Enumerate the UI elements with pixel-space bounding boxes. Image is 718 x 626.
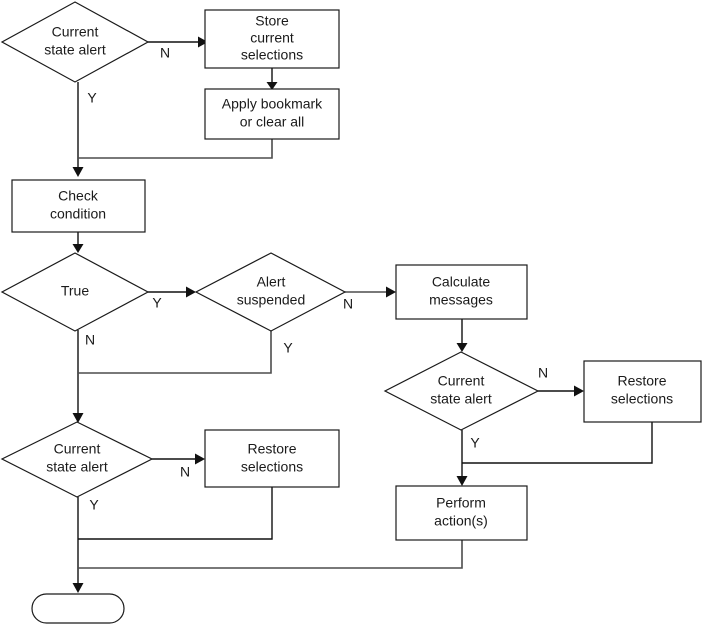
node-p3-line1: Check	[58, 188, 99, 204]
node-p5-line2: selections	[241, 459, 303, 475]
edge-label-d4-no: N	[538, 365, 548, 381]
node-process-perform-actions[interactable]: Perform action(s)	[395, 485, 528, 541]
node-p1-line2: current	[250, 30, 294, 46]
node-process-calculate-messages[interactable]: Calculate messages	[395, 264, 528, 320]
node-terminator-end[interactable]	[31, 593, 125, 624]
node-decision-current-state-alert-top[interactable]: Current state alert	[0, 1, 150, 83]
node-p7-line2: action(s)	[434, 513, 488, 529]
edge-perform-to-terminator-join	[78, 540, 463, 569]
node-d2-line1: True	[61, 283, 89, 299]
node-d3-line2: suspended	[237, 292, 306, 308]
edge-alert-suspended-no-to-calculate	[345, 286, 396, 298]
node-p1-line1: Store	[255, 13, 289, 29]
node-p7-line1: Perform	[436, 495, 486, 511]
edge-check-to-true	[72, 232, 84, 253]
edge-apply-to-check-join	[78, 139, 273, 159]
edge-true-no-to-current-state-alert-bottom	[72, 330, 84, 423]
node-process-check-condition[interactable]: Check condition	[11, 179, 146, 233]
node-p5-line1: Restore	[247, 441, 296, 457]
edge-mid-yes-to-perform	[456, 430, 468, 486]
edge-restore-right-to-perform-join	[462, 422, 653, 464]
node-decision-alert-suspended[interactable]: Alert suspended	[194, 252, 347, 332]
edge-restore-left-join	[78, 487, 273, 540]
node-d4-line1: Current	[438, 373, 485, 389]
node-d5-line1: Current	[54, 441, 101, 457]
edge-label-d2-no: N	[85, 332, 95, 348]
edge-d1-yes-to-check	[72, 82, 84, 177]
edge-bottom-no-to-restore-left	[152, 453, 205, 465]
node-decision-current-state-alert-bottom[interactable]: Current state alert	[0, 421, 154, 498]
node-d1-line2: state alert	[44, 42, 106, 58]
node-p1-line3: selections	[241, 47, 303, 63]
edge-label-d5-no: N	[180, 464, 190, 480]
node-process-restore-selections-right[interactable]: Restore selections	[583, 360, 702, 423]
edge-label-d4-yes: Y	[470, 435, 480, 451]
node-p6-line1: Restore	[617, 373, 666, 389]
edge-label-d2-yes: Y	[152, 295, 162, 311]
node-decision-true[interactable]: True	[0, 252, 150, 332]
node-p6-line2: selections	[611, 391, 673, 407]
node-p4-line2: messages	[429, 292, 493, 308]
edge-alert-suspended-yes-join	[78, 330, 272, 374]
node-d5-line2: state alert	[46, 459, 108, 475]
node-d3-line1: Alert	[257, 274, 286, 290]
node-process-store-current-selections[interactable]: Store current selections	[204, 9, 340, 69]
node-d1-line1: Current	[52, 24, 99, 40]
edge-bottom-yes-to-terminator	[72, 497, 84, 593]
node-process-restore-selections-left[interactable]: Restore selections	[204, 429, 340, 488]
node-p3-line2: condition	[50, 206, 106, 222]
edge-label-d3-no: N	[343, 296, 353, 312]
edge-calculate-to-current-state-alert-mid	[456, 319, 468, 352]
edge-mid-no-to-restore-right	[538, 385, 584, 397]
node-p2-line2: or clear all	[240, 114, 305, 130]
edge-label-d1-yes: Y	[87, 90, 97, 106]
edge-label-d1-no: N	[160, 45, 170, 61]
edge-label-d3-yes: Y	[283, 340, 293, 356]
node-d4-line2: state alert	[430, 391, 492, 407]
edge-store-to-apply	[266, 68, 278, 90]
node-p4-line1: Calculate	[432, 274, 491, 290]
edge-true-yes-to-alert-suspended	[148, 286, 196, 298]
edge-d1-no-to-store	[148, 36, 208, 48]
edge-label-d5-yes: Y	[89, 497, 99, 513]
node-decision-current-state-alert-middle[interactable]: Current state alert	[383, 351, 540, 431]
node-process-apply-bookmark-or-clear-all[interactable]: Apply bookmark or clear all	[204, 88, 340, 140]
node-p2-line1: Apply bookmark	[222, 96, 323, 112]
